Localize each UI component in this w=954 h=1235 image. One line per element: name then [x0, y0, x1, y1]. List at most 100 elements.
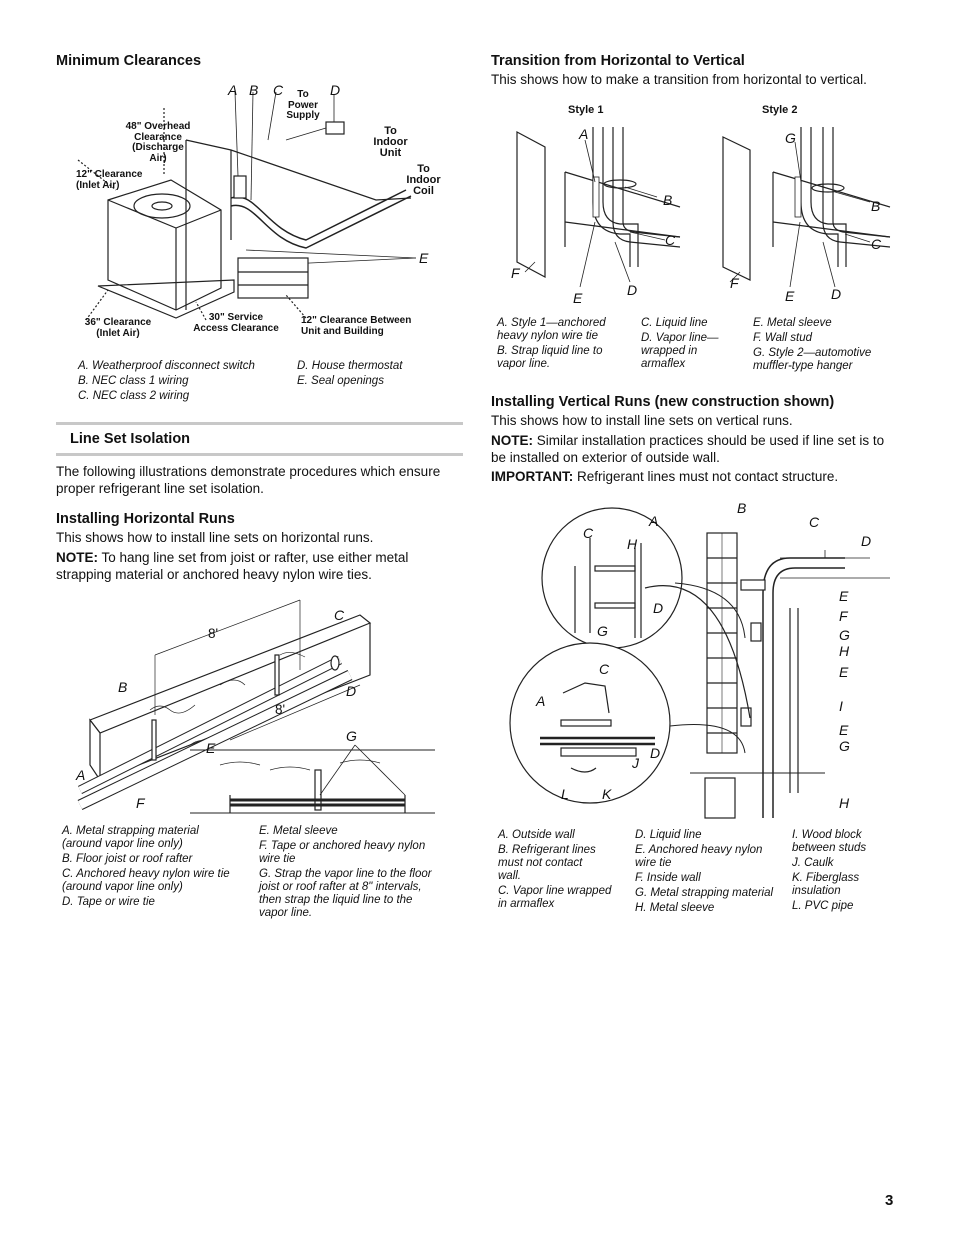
style2-label-b: B [871, 198, 881, 214]
legend-item: I. Wood block between studs [792, 829, 867, 854]
note-text: To hang line set from joist or rafter, u… [56, 550, 409, 582]
legend-item: K. Fiberglass insulation [792, 872, 860, 897]
label-i: I [839, 698, 843, 714]
legend-item: F. Inside wall [635, 872, 701, 884]
label-a: A [76, 767, 86, 783]
line-set-isolation-title: Line Set Isolation [70, 431, 191, 447]
inlet-36-clearance-label: 36" Clearance (Inlet Air) [84, 317, 152, 339]
to-power-supply-label: To Power Supply [286, 89, 320, 121]
line-set-intro: The following illustrations demonstrate … [56, 464, 441, 496]
style-2-label: Style 2 [762, 104, 798, 116]
inset1-label-g: G [597, 623, 608, 639]
note-label: NOTE: [491, 433, 533, 448]
label-h: H [839, 643, 850, 659]
style1-label-d: D [627, 282, 638, 298]
legend-item: C. Anchored heavy nylon wire tie (around… [62, 868, 230, 893]
style-1-label: Style 1 [568, 104, 604, 116]
legend-item: A. Weatherproof disconnect switch [78, 360, 255, 372]
legend-item: D. Liquid line [635, 829, 702, 841]
horizontal-runs-desc: This shows how to install line sets on h… [56, 530, 374, 545]
label-e: E [206, 740, 216, 756]
style2-label-g: G [785, 130, 796, 146]
label-e: E [839, 664, 849, 680]
label-e: E [839, 722, 849, 738]
overhead-clearance-label: 48" Overhead Clearance (Discharge Air) [125, 121, 191, 164]
legend-item: A. Metal strapping material (around vapo… [62, 825, 199, 850]
legend-item: E. Metal sleeve [259, 825, 338, 837]
legend-item: H. Metal sleeve [635, 902, 715, 914]
dimension-8ft-bottom: 8' [275, 702, 286, 717]
style2-label-e: E [785, 288, 795, 304]
legend-item: A. Style 1—anchored heavy nylon wire tie [497, 317, 606, 342]
label-b: B [249, 82, 259, 98]
label-c: C [809, 514, 820, 530]
horizontal-legend-right: E. Metal sleeve F. Tape or anchored heav… [259, 825, 459, 922]
legend-item: C. Liquid line [641, 317, 708, 329]
style1-label-f: F [511, 265, 520, 281]
inset1-label-h: H [627, 536, 638, 552]
inset1-label-c: C [583, 525, 594, 541]
style1-label-c: C [665, 232, 676, 248]
to-indoor-coil-label: To Indoor Coil [406, 163, 441, 197]
note-text: Similar installation practices should be… [491, 433, 885, 465]
vertical-important: IMPORTANT: Refrigerant lines must not co… [491, 468, 896, 485]
label-a: A [228, 82, 238, 98]
section-divider [56, 453, 463, 456]
label-f: F [136, 795, 145, 811]
label-c: C [334, 607, 345, 623]
label-d: D [346, 683, 357, 699]
legend-item: B. Strap liquid line to vapor line. [497, 345, 603, 370]
transition-desc: This shows how to make a transition from… [491, 72, 867, 87]
label-d: D [330, 82, 341, 98]
transition-legend-col1: A. Style 1—anchored heavy nylon wire tie… [497, 317, 606, 373]
label-a: A [649, 513, 659, 529]
label-e: E [419, 250, 429, 266]
legend-item: F. Tape or anchored heavy nylon wire tie [259, 840, 426, 865]
page-number: 3 [885, 1192, 894, 1209]
legend-item: G. Metal strapping material [635, 887, 774, 899]
style1-label-a: A [579, 126, 589, 142]
inlet-12-clearance-label: 12" Clearance (Inlet Air) [76, 169, 143, 191]
vertical-legend-col2: D. Liquid line E. Anchored heavy nylon w… [635, 829, 773, 917]
transition-illustration [516, 127, 891, 288]
vertical-legend-col3: I. Wood block between studs J. Caulk K. … [792, 829, 866, 915]
legend-item: B. Floor joist or roof rafter [62, 853, 193, 865]
to-indoor-unit-label: To Indoor Unit [373, 125, 408, 159]
transition-title: Transition from Horizontal to Vertical [491, 53, 745, 69]
vertical-runs-illustration [509, 507, 890, 819]
outdoor-unit-illustration [77, 91, 417, 321]
inset2-label-d: D [650, 745, 661, 761]
inset2-label-j: J [632, 755, 639, 771]
style2-label-c: C [871, 236, 882, 252]
legend-item: L. PVC pipe [792, 900, 854, 912]
vertical-runs-figure: A B C D E F G H E I E G H C H D G C A D … [505, 498, 890, 823]
legend-item: D. Tape or wire tie [62, 896, 155, 908]
important-label: IMPORTANT: [491, 469, 574, 484]
style2-label-f: F [730, 275, 739, 291]
transition-legend-col3: E. Metal sleeve F. Wall stud G. Style 2—… [753, 317, 871, 375]
inset2-label-l: L [561, 786, 569, 802]
inset2-label-a: A [536, 693, 546, 709]
legend-item: G. Style 2—automotive muffler-type hange… [753, 347, 872, 372]
legend-item: J. Caulk [792, 857, 834, 869]
horizontal-runs-title: Installing Horizontal Runs [56, 511, 235, 527]
style1-label-b: B [663, 192, 673, 208]
style2-label-d: D [831, 286, 842, 302]
horizontal-runs-figure: 8' 8' A B C D E F G [70, 595, 450, 820]
transition-legend-col2: C. Liquid line D. Vapor line— wrapped in… [641, 317, 719, 373]
min-clearances-figure: A B C D E To Power Supply 48" Overhead C… [56, 80, 456, 355]
vertical-note: NOTE: Similar installation practices sho… [491, 432, 896, 466]
label-c: C [273, 82, 284, 98]
label-b: B [118, 679, 128, 695]
min-clearances-legend-left: A. Weatherproof disconnect switch B. NEC… [78, 360, 255, 405]
min-clearances-legend-right: D. House thermostat E. Seal openings [297, 360, 402, 390]
inset1-label-d: D [653, 600, 664, 616]
label-d: D [861, 533, 872, 549]
inset2-label-k: K [602, 786, 612, 802]
vertical-runs-title: Installing Vertical Runs (new constructi… [491, 394, 835, 410]
label-g: G [839, 627, 850, 643]
legend-item: C. Vapor line wrapped in armaflex [498, 885, 612, 910]
legend-item: G. Strap the vapor line to the floor joi… [259, 868, 432, 919]
between-12-clearance-label: 12" Clearance Between Unit and Building [301, 315, 412, 337]
legend-item: E. Anchored heavy nylon wire tie [635, 844, 763, 869]
